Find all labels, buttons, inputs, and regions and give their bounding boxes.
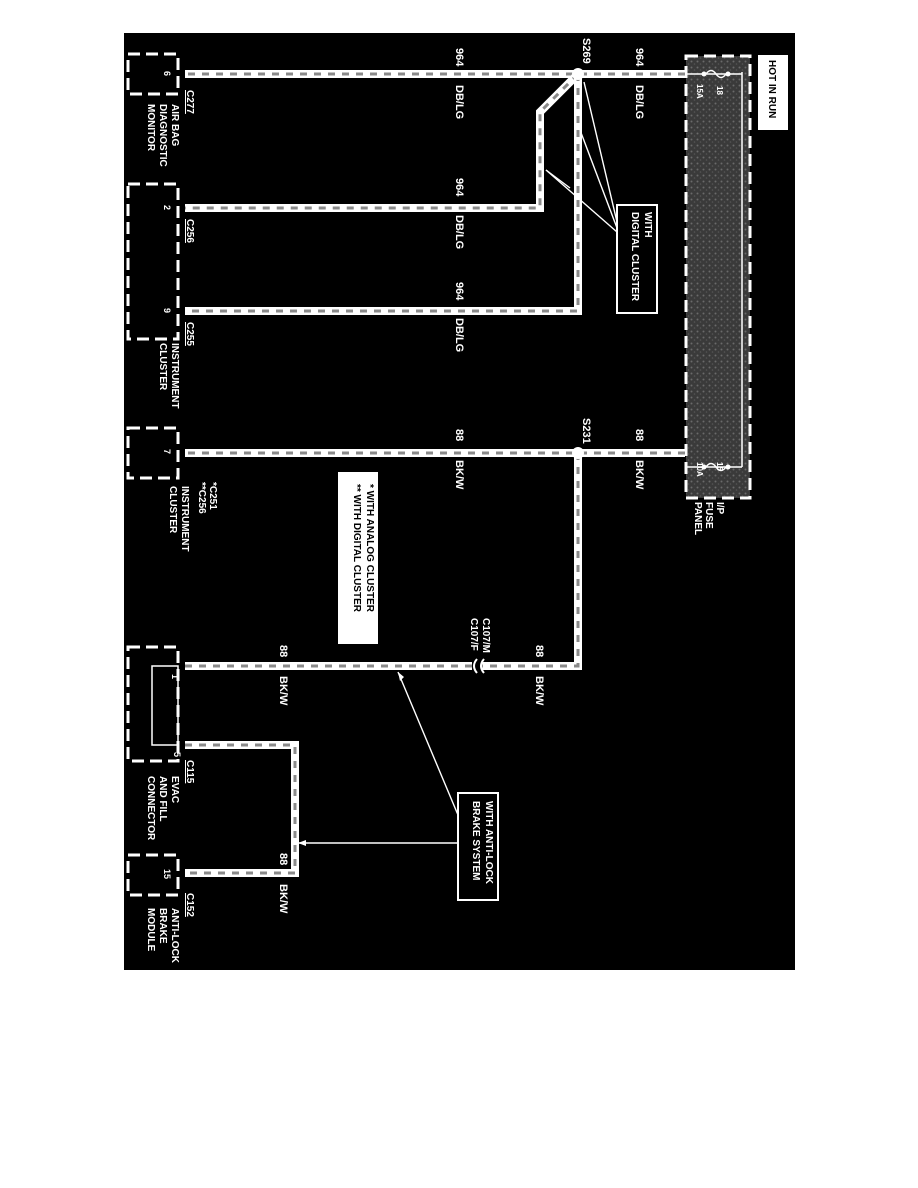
fuse2-number: 15	[715, 462, 724, 471]
cluster-analog-pin: 7	[162, 449, 172, 454]
abs-module-pin: 15	[162, 869, 172, 879]
cluster-digital-name-1: INSTRUMENT	[169, 343, 180, 409]
wire-88-abs-run	[185, 453, 582, 670]
circuit-964-labels: 964 DB/LG 964 DB/LG 964 DB/LG 964 DB/LG	[453, 48, 645, 352]
fuse2-rating: 10A	[695, 462, 704, 477]
splice-s231-label: S231	[580, 418, 592, 444]
cluster-analog-name-1: INSTRUMENT	[179, 486, 190, 552]
splice-s269	[572, 68, 584, 80]
hot-in-run-label: HOT IN RUN	[766, 60, 777, 118]
c964-number-airbag: 964	[453, 48, 465, 67]
airbag-name-3: MONITOR	[145, 104, 156, 152]
c107m-label: C107/M	[480, 618, 491, 653]
airbag-connector: C277	[184, 90, 195, 114]
digital-cluster-callout: WITH DIGITAL CLUSTER	[545, 81, 658, 314]
c88-number-top: 88	[633, 429, 645, 441]
airbag-name-2: DIAGNOSTIC	[157, 104, 168, 167]
instrument-cluster-analog: 7 *C251 **C256 INSTRUMENT CLUSTER	[126, 426, 218, 552]
diagram-background	[124, 33, 795, 970]
wire-964-branch-c255	[185, 74, 582, 315]
abs-module-name-2: BRAKE	[157, 908, 168, 944]
fuse1-rating: 15A	[695, 84, 704, 99]
cluster-analog-name-2: CLUSTER	[167, 486, 178, 534]
cluster-digital-connector-b: C255	[184, 322, 195, 346]
abs-module-name-3: MODULE	[145, 908, 156, 952]
evac-pin-b: 5	[172, 752, 182, 757]
abs-callout-line1: WITH ANTI-LOCK	[483, 801, 494, 885]
digital-callout-line1: WITH	[642, 212, 653, 238]
fuse-panel-label-1: I/P	[714, 502, 725, 515]
abs-callout: WITH ANTI-LOCK BRAKE SYSTEM	[298, 671, 499, 901]
c107f-label: C107/F	[468, 618, 479, 651]
airbag-name-1: AIR BAG	[169, 104, 180, 146]
fuse1-number: 18	[715, 86, 724, 95]
instrument-cluster-digital: 2 C256 9 C255 INSTRUMENT CLUSTER	[126, 182, 195, 409]
c88-color-abs: BK/W	[277, 884, 289, 914]
c88-number-abs: 88	[277, 853, 289, 865]
wire-964-branch-c256	[185, 71, 581, 212]
c88-color-top: BK/W	[633, 460, 645, 490]
c88-color-evac: BK/W	[277, 676, 289, 706]
airbag-monitor: 6 C277 AIR BAG DIAGNOSTIC MONITOR	[126, 52, 195, 167]
c964-color-c255: DB/LG	[453, 318, 465, 352]
cluster-digital-connector-a: C256	[184, 219, 195, 243]
abs-module-connector: C152	[184, 893, 195, 917]
c964-number-c255: 964	[453, 282, 465, 301]
fuse-panel-label-3: PANEL	[692, 502, 703, 535]
circuit-88-labels: 88 BK/W 88 BK/W 88 BK/W 88 BK/W 88 BK/W	[277, 429, 645, 914]
c964-number-top: 964	[633, 48, 645, 67]
cluster-analog-connector-a: *C251	[207, 482, 218, 510]
wire-88-c152	[185, 741, 299, 877]
inline-connector-c107: C107/M C107/F	[468, 618, 491, 674]
abs-callout-line2: BRAKE SYSTEM	[470, 801, 481, 880]
cluster-digital-pin-a: 2	[162, 205, 172, 210]
abs-module-name-1: ANTI-LOCK	[169, 908, 180, 964]
legend-box: * WITH ANALOG CLUSTER ** WITH DIGITAL CL…	[338, 472, 378, 644]
c88-number-cluster: 88	[453, 429, 465, 441]
c88-number-evac: 88	[277, 645, 289, 657]
evac-fill-connector: 1 5 C115 EVAC AND FILL CONNECTOR	[126, 645, 195, 841]
evac-connector: C115	[184, 760, 195, 784]
splice-s269-label: S269	[580, 38, 592, 64]
evac-name-3: CONNECTOR	[145, 776, 156, 841]
c964-color-top: DB/LG	[633, 85, 645, 119]
legend-line1: * WITH ANALOG CLUSTER	[364, 484, 375, 613]
fuse-panel-label-2: FUSE	[703, 502, 714, 529]
airbag-pin: 6	[162, 71, 172, 76]
evac-name-1: EVAC	[169, 776, 180, 803]
splice-s231	[572, 447, 584, 459]
legend-line2: ** WITH DIGITAL CLUSTER	[351, 484, 362, 613]
c964-color-c256: DB/LG	[453, 215, 465, 249]
cluster-digital-pin-b: 9	[162, 308, 172, 313]
hot-in-run-box: HOT IN RUN	[758, 55, 788, 130]
fuse-panel: 18 15A 15 10A I/P FUSE PANEL	[684, 54, 752, 535]
c964-number-c256: 964	[453, 178, 465, 197]
c964-color-airbag: DB/LG	[453, 85, 465, 119]
cluster-analog-connector-b: **C256	[196, 482, 207, 514]
evac-name-2: AND FILL	[157, 776, 168, 822]
cluster-digital-name-2: CLUSTER	[157, 343, 168, 391]
c88-color-cluster: BK/W	[453, 460, 465, 490]
evac-pin-a: 1	[170, 674, 180, 679]
c88-number-run: 88	[533, 645, 545, 657]
abs-module: 15 C152 ANTI-LOCK BRAKE MODULE	[126, 853, 195, 964]
digital-callout-line2: DIGITAL CLUSTER	[629, 212, 640, 302]
c88-color-run: BK/W	[533, 676, 545, 706]
